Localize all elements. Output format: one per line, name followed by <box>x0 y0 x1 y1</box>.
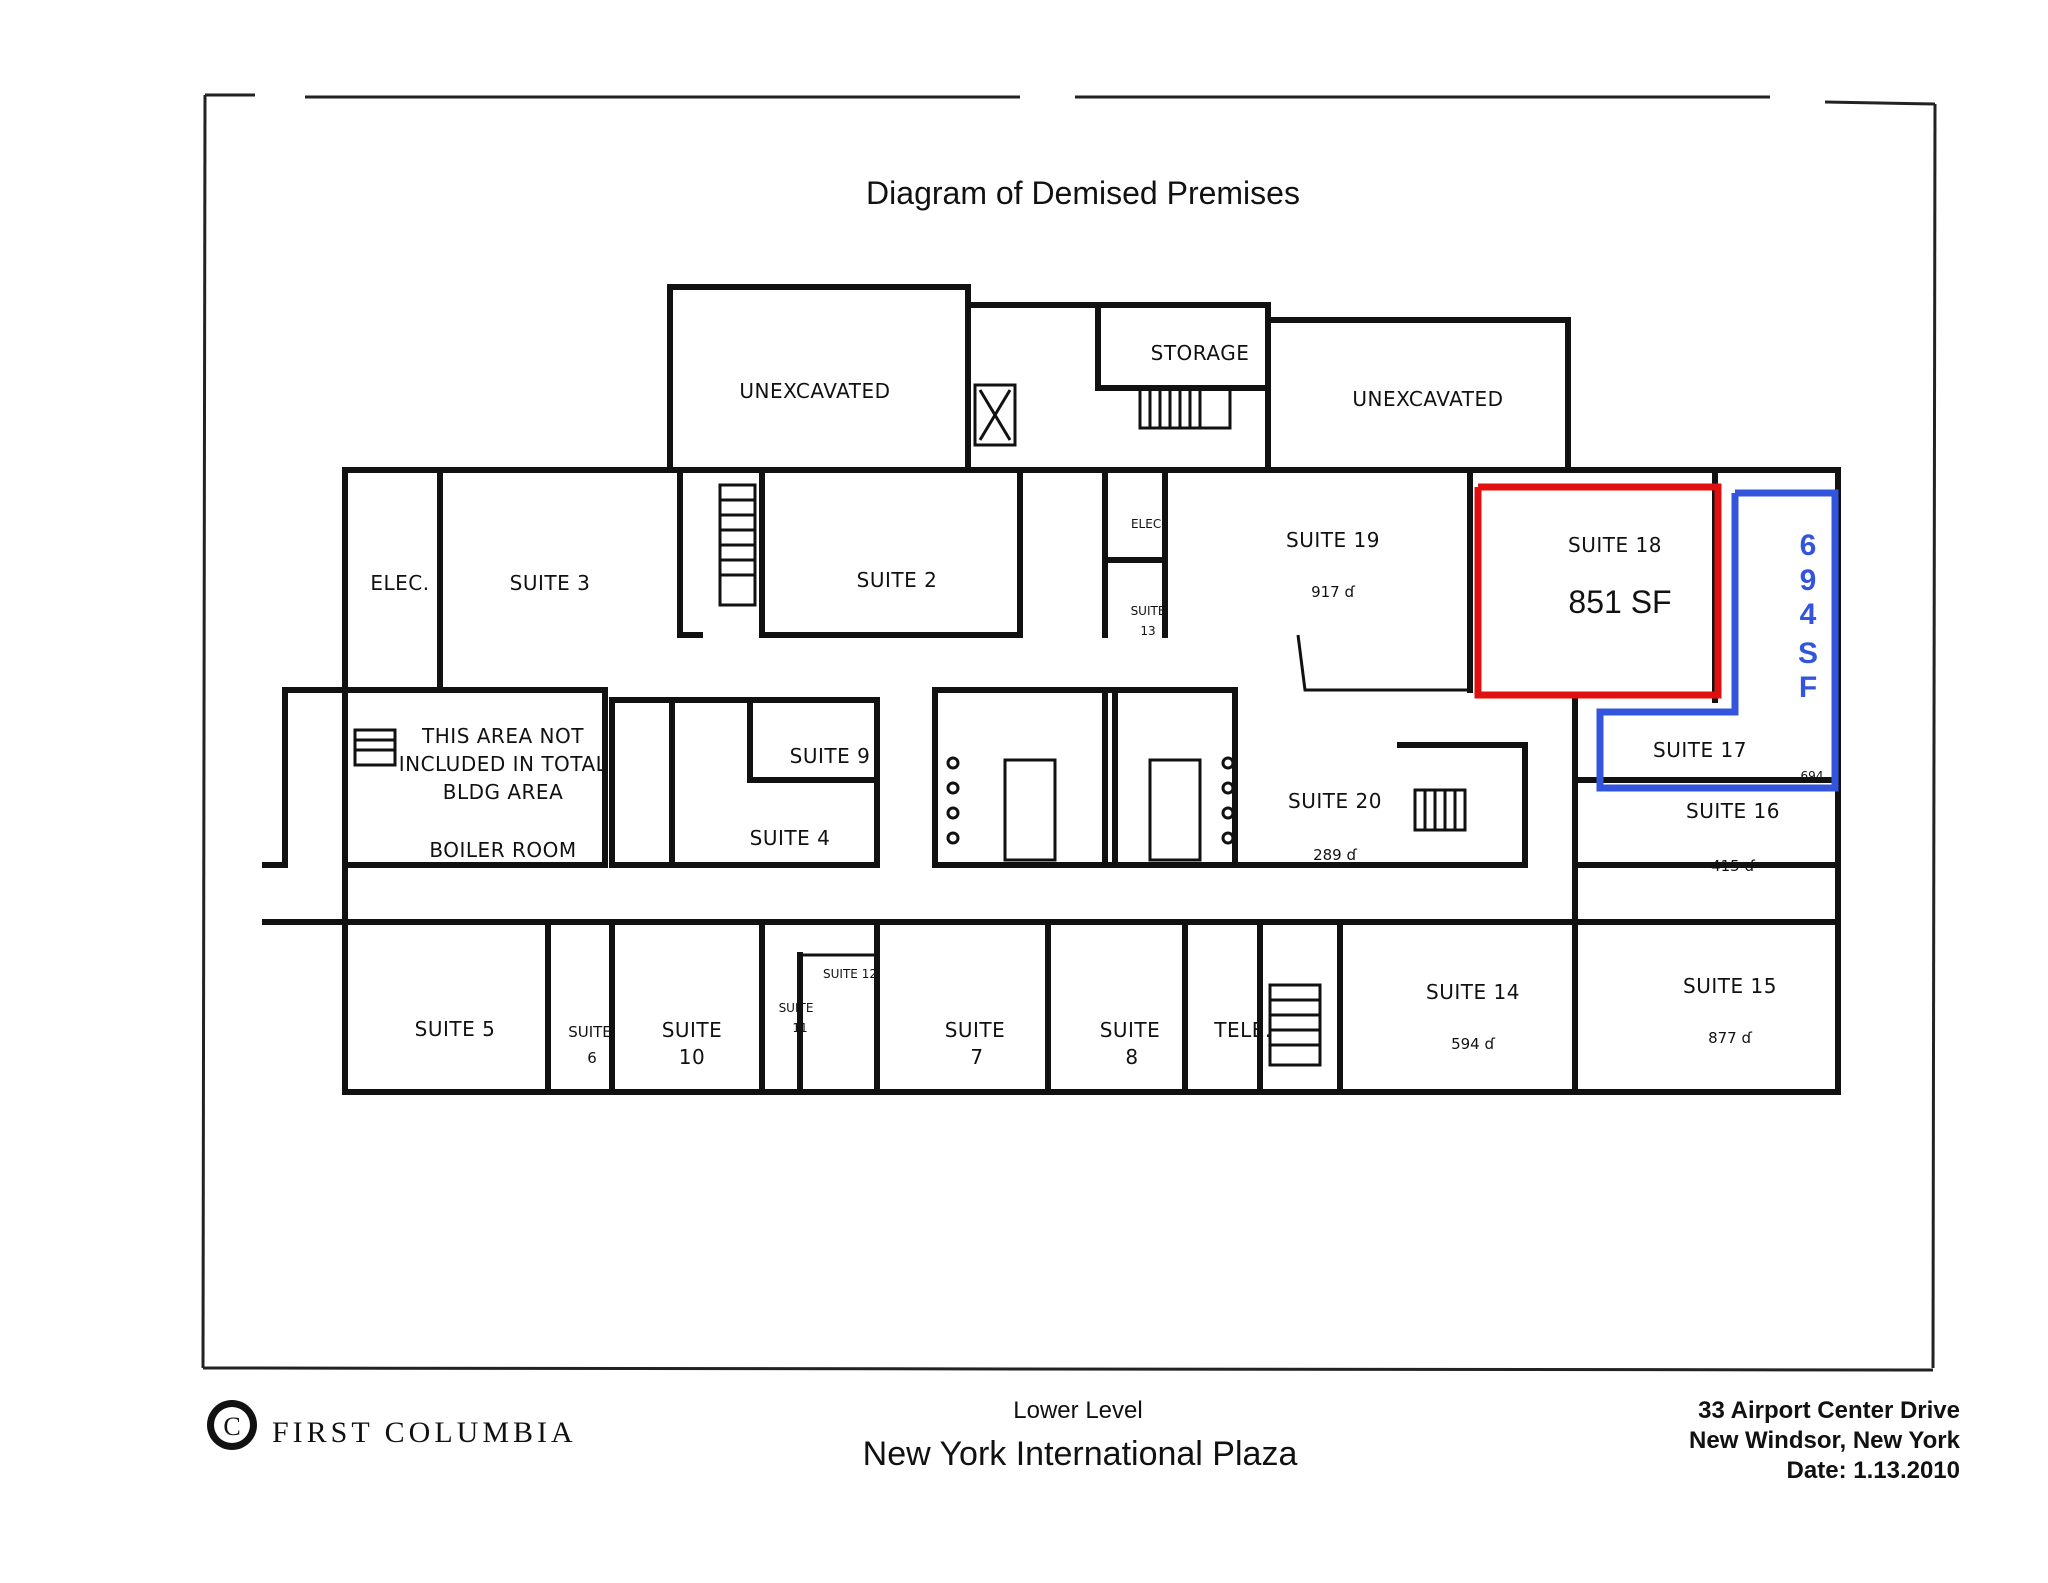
label-suite-19: SUITE 19 <box>1286 528 1380 552</box>
label-suite-10b: 10 <box>679 1045 705 1069</box>
label-tele: TELE. <box>1213 1018 1272 1042</box>
blue-char-2: 9 <box>1800 564 1817 597</box>
label-suite-16: SUITE 16 <box>1686 799 1780 823</box>
footer-level: Lower Level <box>1013 1397 1142 1424</box>
blue-char-5: F <box>1799 671 1817 704</box>
label-suite-14: SUITE 14 <box>1426 980 1520 1004</box>
label-suite-6a: SUITE <box>568 1023 612 1041</box>
restroom-fixtures <box>946 756 1235 862</box>
label-suite-13b: 13 <box>1140 624 1155 638</box>
suite-17-highlight <box>1596 489 1839 792</box>
page-frame <box>201 93 1937 1372</box>
label-elec: ELEC. <box>370 571 429 595</box>
footer-address-line1: 33 Airport Center Drive <box>1698 1397 1960 1424</box>
label-suite-8a: SUITE <box>1100 1018 1161 1042</box>
label-suite-3: SUITE 3 <box>510 571 591 595</box>
label-boiler-room: BOILER ROOM <box>429 838 576 862</box>
label-suite-7a: SUITE <box>945 1018 1006 1042</box>
label-unexcavated-right: UNEXCAVATED <box>1352 387 1503 411</box>
label-suite-11a: SUITE <box>779 1001 814 1015</box>
building-walls <box>262 284 1841 1095</box>
suite-17-area-vertical: 6 9 4 S F <box>1798 529 1818 704</box>
first-columbia-logo: C <box>207 1400 257 1450</box>
label-elec-small: ELEC. <box>1131 517 1165 531</box>
footer: C FIRST COLUMBIA Lower Level New York In… <box>207 1397 1961 1484</box>
label-not-included-2: INCLUDED IN TOTAL <box>399 752 608 776</box>
blue-char-1: 6 <box>1800 529 1817 562</box>
label-suite-8b: 8 <box>1125 1045 1138 1069</box>
label-suite-18-area: 851 SF <box>1568 584 1671 620</box>
label-suite-15: SUITE 15 <box>1683 974 1777 998</box>
label-suite-17-area: 694 <box>1801 769 1824 783</box>
label-suite-20-area: 289 ɗ <box>1313 846 1357 864</box>
blue-char-3: 4 <box>1800 598 1817 631</box>
label-suite-14-area: 594 ɗ <box>1451 1035 1495 1053</box>
label-suite-9: SUITE 9 <box>790 744 871 768</box>
label-suite-11b: 11 <box>792 1021 807 1035</box>
svg-text:C: C <box>223 1412 240 1441</box>
label-suite-5: SUITE 5 <box>415 1017 496 1041</box>
suite-18-highlight <box>1474 483 1722 699</box>
label-suite-7b: 7 <box>970 1045 983 1069</box>
brand-name: FIRST COLUMBIA <box>272 1416 577 1449</box>
stair-symbols <box>353 386 1467 1067</box>
blue-char-4: S <box>1798 637 1818 670</box>
room-labels: UNEXCAVATED STORAGE UNEXCAVATED ELEC. SU… <box>370 341 1823 1069</box>
label-not-included-3: BLDG AREA <box>443 780 564 804</box>
label-suite-12: SUITE 12 <box>823 967 877 981</box>
label-suite-13a: SUITE <box>1131 604 1166 618</box>
label-suite-17: SUITE 17 <box>1653 738 1747 762</box>
label-suite-16-area: 415 ɗ <box>1711 857 1755 875</box>
label-unexcavated-left: UNEXCAVATED <box>739 379 890 403</box>
footer-date: Date: 1.13.2010 <box>1787 1457 1960 1484</box>
label-suite-15-area: 877 ɗ <box>1708 1029 1752 1047</box>
label-suite-18: SUITE 18 <box>1568 533 1662 557</box>
footer-address-line2: New Windsor, New York <box>1689 1427 1961 1454</box>
diagram-title: Diagram of Demised Premises <box>866 175 1300 211</box>
label-suite-19-area: 917 ɗ <box>1311 583 1355 601</box>
label-suite-10a: SUITE <box>662 1018 723 1042</box>
label-suite-6b: 6 <box>587 1049 597 1067</box>
label-storage: STORAGE <box>1151 341 1250 365</box>
label-suite-4: SUITE 4 <box>750 826 831 850</box>
label-suite-2: SUITE 2 <box>857 568 938 592</box>
label-not-included-1: THIS AREA NOT <box>421 724 584 748</box>
footer-building: New York International Plaza <box>863 1435 1298 1473</box>
label-suite-20: SUITE 20 <box>1288 789 1382 813</box>
